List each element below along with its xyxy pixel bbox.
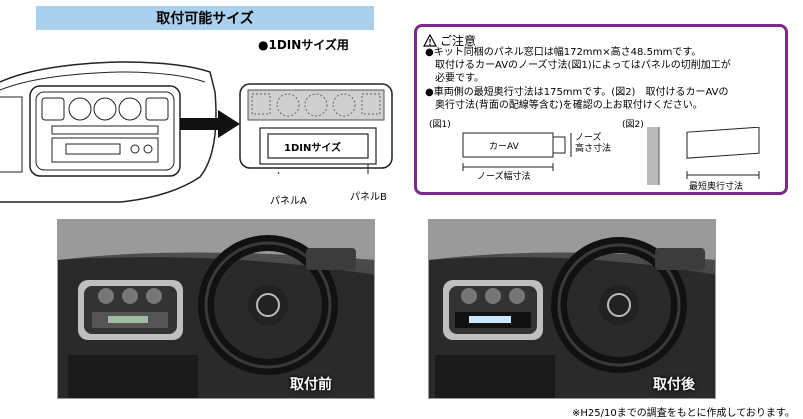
photo-after-image [429, 220, 715, 398]
photo-after: 取付後 [428, 219, 716, 399]
fig1-diagram [462, 132, 572, 171]
warning-icon [423, 34, 437, 47]
fig1-width-label: ノーズ幅寸法 [477, 172, 531, 182]
notice-line-1: ●キット同梱のパネル窓口は幅172mm×高さ48.5mmです。 [425, 47, 702, 58]
din-box-label: 1DINサイズ [284, 143, 342, 154]
footnote: ※H25/10までの調査をもとに作成しております。 [572, 408, 795, 419]
fig2-diagram [647, 127, 760, 185]
notice-box: ご注意 ●キット同梱のパネル窓口は幅172mm×高さ48.5mmです。 取付ける… [414, 24, 788, 195]
arrow-right-icon [180, 110, 240, 138]
notice-title-text: ご注意 [440, 34, 477, 48]
notice-title: ご注意 [423, 32, 476, 49]
notice-line-5: 奥行寸法(背面の配線等含む)を確認の上お取付けください。 [435, 100, 703, 111]
fig2-label: (図2) [622, 120, 644, 130]
photo-before-image [58, 220, 374, 398]
fig1-height-label-2: 高さ寸法 [575, 144, 612, 154]
notice-line-3: 必要です。 [435, 73, 484, 84]
panel-b-label: パネルB [350, 192, 387, 203]
panel-a-label: パネルA [270, 196, 307, 207]
fig1-label: (図1) [429, 120, 451, 130]
photo-after-caption: 取付後 [653, 377, 695, 393]
kit-panel-illustration [239, 83, 393, 174]
fig1-box-label: カーAV [489, 142, 519, 152]
fig2-depth-label: 最短奥行寸法 [689, 182, 744, 192]
notice-line-4: ●車両側の最短奥行寸法は175mmです。(図2) 取付けるカーAVの [425, 87, 729, 98]
notice-line-2: 取付けるカーAVのノーズ寸法(図1)によってはパネルの切削加工が [435, 60, 731, 71]
photo-before: 取付前 [57, 219, 375, 399]
photo-before-caption: 取付前 [290, 377, 332, 393]
fig1-height-label-1: ノーズ [575, 133, 602, 143]
din-size-label: ●1DINサイズ用 [258, 38, 349, 52]
section-title: 取付可能サイズ [36, 6, 374, 30]
